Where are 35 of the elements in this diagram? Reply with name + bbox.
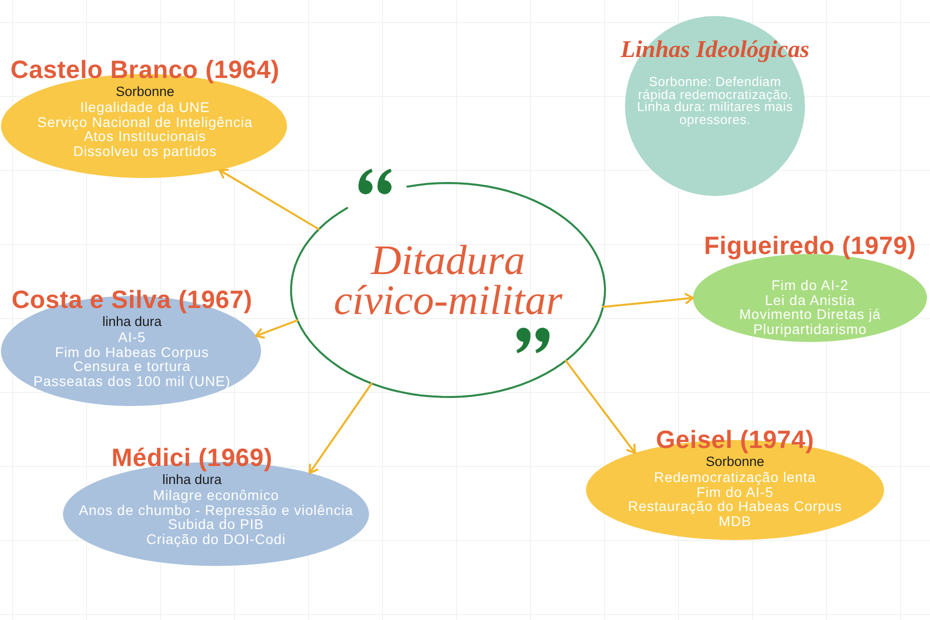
list-item: Passeatas dos 100 mil (UNE) — [33, 374, 231, 388]
heading: Médici (1969) — [112, 444, 272, 472]
list-item: Fim do AI-5 — [696, 484, 774, 499]
subheading: linha dura — [162, 472, 222, 488]
subheading: Sorbonne — [116, 84, 174, 100]
central-title: Ditadura cívico-militar — [332, 241, 564, 321]
arrow — [218, 168, 320, 230]
list-item: Lei da Anistia — [764, 292, 856, 307]
heading: Costa e Silva (1967) — [12, 286, 252, 314]
arrow — [564, 360, 636, 454]
list-item: Subida do PIB — [168, 517, 264, 532]
subheading: linha dura — [102, 314, 162, 330]
list-item: Serviço Nacional de Inteligência — [37, 114, 253, 129]
list-item: Fim do AI-2 — [771, 278, 849, 292]
list-item: Milagre econômico — [152, 488, 279, 502]
heading: Figueiredo (1979) — [704, 232, 916, 260]
list-item: Movimento Diretas já — [739, 307, 881, 322]
arrow — [308, 382, 373, 474]
list-item: Redemocratização lenta — [654, 470, 816, 484]
list-item: Censura e tortura — [73, 359, 191, 374]
list-item: Pluripartidarismo — [753, 322, 867, 336]
list-item: MDB — [718, 514, 752, 528]
subheading: Sorbonne — [706, 454, 764, 470]
list-item: Restauração do Habeas Corpus — [628, 499, 842, 514]
list-item: Dissolveu os partidos — [73, 144, 217, 158]
note-text: Linha dura: militares mais opressores. — [636, 101, 794, 126]
note-text: Sorbonne: Defendiam rápida redemocratização. — [637, 76, 792, 101]
list-item: Anos de chumbo - Repressão e violência — [78, 502, 354, 517]
arrow — [602, 293, 694, 308]
arrow — [255, 319, 298, 339]
list-item: Criação do DOI-Codi — [146, 532, 286, 546]
list-item: Fim do Habeas Corpus — [55, 344, 209, 359]
list-item: Atos Institucionais — [84, 129, 206, 144]
list-item: AI-5 — [118, 330, 146, 344]
list-item: Ilegalidade da UNE — [80, 100, 210, 114]
